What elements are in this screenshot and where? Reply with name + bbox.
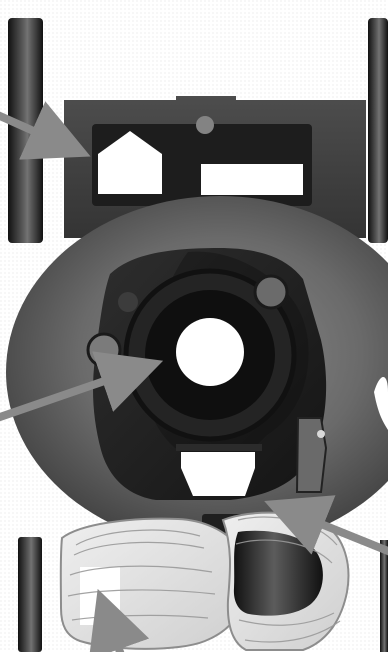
front-engine-label bbox=[181, 452, 255, 496]
rectangle-label-icon bbox=[201, 164, 303, 195]
right-control-block bbox=[297, 418, 326, 492]
front-left-wheel bbox=[18, 537, 42, 652]
engine-center-cap bbox=[176, 318, 244, 386]
rear-fastener bbox=[196, 116, 214, 134]
engine-bolt bbox=[118, 292, 138, 312]
upper-right-engine-knob bbox=[255, 276, 287, 308]
rear-right-wheel bbox=[368, 18, 388, 243]
right-control-dot bbox=[317, 430, 325, 438]
left-engine-knob bbox=[88, 334, 120, 366]
front-right-wheel bbox=[380, 540, 388, 652]
front-label-border bbox=[176, 444, 262, 451]
